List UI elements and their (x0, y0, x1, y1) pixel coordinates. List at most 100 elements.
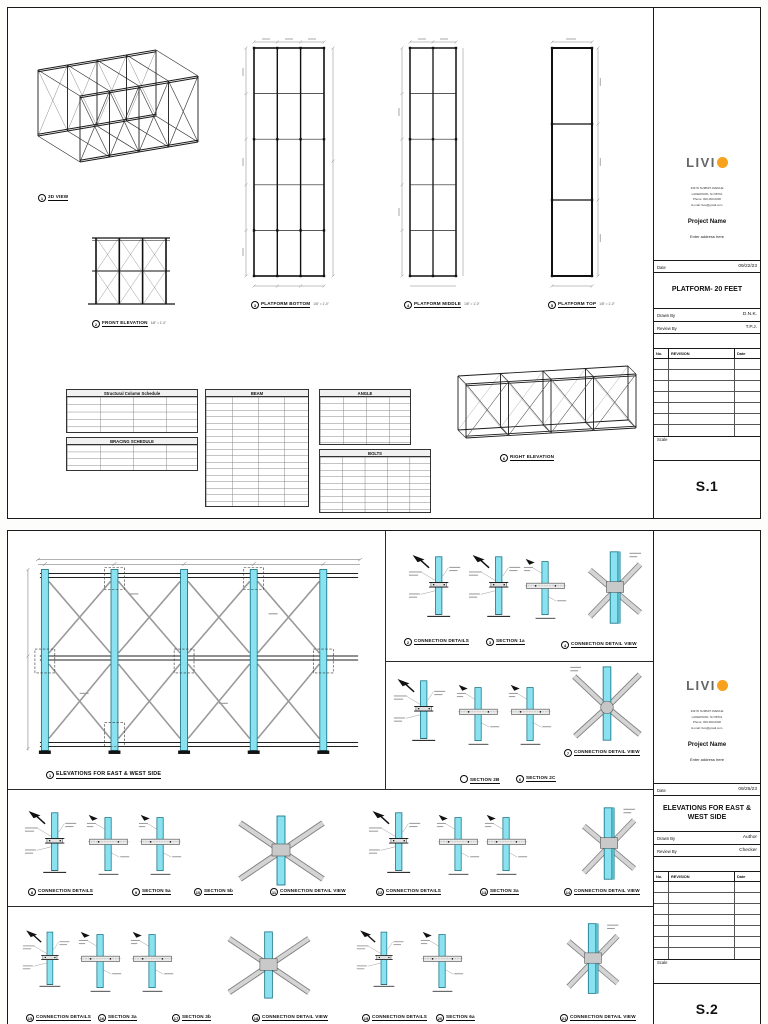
platform-middle-plan-figure (398, 38, 464, 287)
revision-row (654, 882, 760, 893)
right-elevation-figure (457, 365, 637, 439)
revision-table: No. REVISION Date (654, 871, 760, 960)
table-grid (320, 457, 430, 512)
table-grid (320, 397, 410, 444)
table-title: BRACING SCHEDULE (67, 438, 197, 445)
review-by-row: Review By Checker (654, 844, 760, 857)
table-title: ANGLE (320, 390, 410, 397)
revision-header: No. REVISION Date (654, 349, 760, 359)
connection-detail-figure (408, 545, 463, 630)
detail-3d-view-figure (564, 919, 622, 999)
bracing-3d-view-figure (234, 813, 329, 888)
title-block: LIVI 349 W SUMMIT AVENUE LAKEWOOD, NJ 08… (653, 8, 760, 518)
revision-row (654, 359, 760, 370)
bracing-schedule-table: BRACING SCHEDULE (66, 437, 198, 471)
logo-text: LIVI (686, 155, 716, 170)
connection-detail-figure (24, 801, 79, 886)
table-title: Structural Column Schedule (67, 390, 197, 397)
drawn-by-row: Drawn By Author (654, 831, 760, 844)
section-figure (130, 927, 175, 997)
panel-divider (385, 661, 654, 662)
detail-3d-view-figure (580, 803, 638, 885)
table-grid (206, 397, 308, 506)
table-title: BOLTS (320, 450, 430, 457)
company-address: 349 W SUMMIT AVENUE LAKEWOOD, NJ 08701 P… (690, 709, 724, 730)
section-figure (436, 809, 481, 881)
revision-row (654, 915, 760, 926)
hub-3d-view-figure (568, 663, 646, 745)
front-elevation-figure (88, 237, 175, 305)
column-schedule-table: Structural Column Schedule (66, 389, 198, 433)
figure-label: SECTION 2B (460, 775, 500, 784)
section-figure (484, 809, 529, 881)
section-figure (78, 927, 123, 997)
drawn-by-row: Drawn By D.N.K. (654, 308, 760, 321)
revision-table: No. REVISION Date (654, 348, 760, 437)
review-by-row: Review By T.P.J. (654, 321, 760, 334)
project-address: Enter address here (689, 757, 725, 762)
revision-row (654, 414, 760, 425)
platform-3d-view-figure (37, 49, 199, 163)
revision-header: No. REVISION Date (654, 872, 760, 882)
section-figure (508, 679, 553, 751)
angle-table: ANGLE (319, 389, 411, 445)
scale-row: Scale (654, 958, 760, 984)
detail-3d-view-figure (586, 547, 644, 629)
revision-row (654, 425, 760, 436)
livio-logo: LIVI (654, 155, 760, 170)
section-figure (86, 809, 131, 881)
date-value: 09/26/23 (738, 787, 757, 792)
project-address: Enter address here (689, 234, 725, 239)
table-grid (67, 445, 197, 470)
date-value: 09/22/23 (738, 264, 757, 269)
section-figure (138, 809, 183, 881)
east-west-elevation-figure (26, 557, 363, 754)
panel-divider (385, 531, 386, 789)
logo-text: LIVI (686, 678, 716, 693)
bolts-table: BOLTS (319, 449, 431, 513)
platform-top-plan-figure (550, 38, 601, 288)
review-by-value: Checker (739, 848, 757, 853)
scale-row: Scale (654, 435, 760, 461)
revision-row (654, 403, 760, 414)
revision-row (654, 926, 760, 937)
logo-o-icon (716, 157, 728, 168)
table-title: BEAM (206, 390, 308, 397)
revision-row (654, 381, 760, 392)
table-grid (67, 397, 197, 432)
revision-row (654, 893, 760, 904)
logo-o-icon (716, 680, 728, 691)
platform-bottom-plan-figure (242, 38, 335, 288)
section-figure (456, 679, 501, 751)
livio-logo: LIVI (654, 678, 760, 693)
revision-row (654, 948, 760, 959)
connection-detail-figure (356, 921, 406, 999)
panel-divider (8, 789, 654, 790)
sheet-number: S.2 (695, 1001, 719, 1017)
connection-detail-figure (368, 801, 423, 886)
